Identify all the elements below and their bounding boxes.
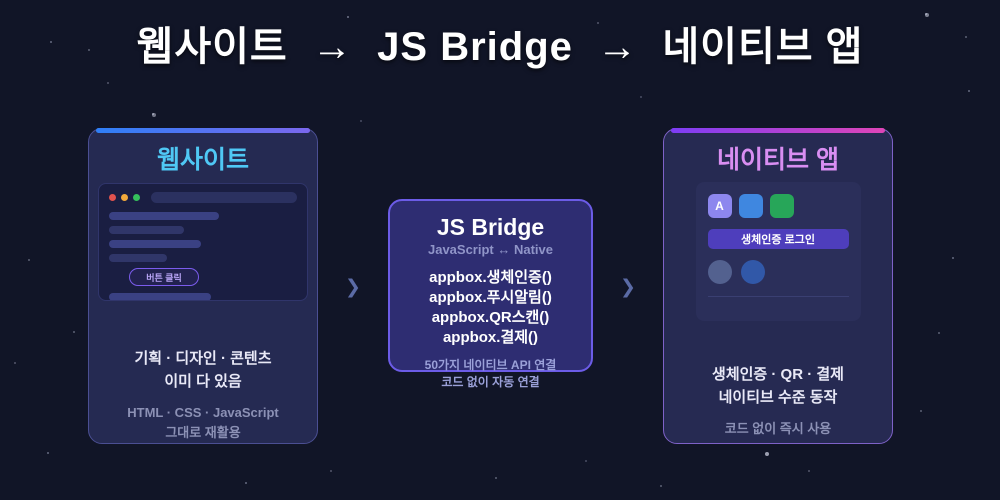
js-bridge-card: JS Bridge JavaScript ↔ Native appbox.생체인… (388, 199, 593, 389)
native-card-accent-bar (671, 128, 885, 133)
avatar-circle-row (707, 260, 849, 284)
app-icon-blue[interactable] (738, 194, 763, 218)
phone-screen-mockup: A 생체인증 로그인 (695, 182, 861, 321)
traffic-light-green-icon (133, 194, 140, 201)
app-icon-a[interactable]: A (707, 194, 732, 218)
address-bar (151, 192, 297, 203)
website-card-accent-bar (96, 128, 310, 133)
native-app-card: 네이티브 앱 A 생체인증 로그인 생체인증 · QR · 결제 네이티브 수준… (663, 128, 893, 444)
bridge-footer-line-1: 50가지 네이티브 API 연결 (424, 358, 557, 372)
native-card-title: 네이티브 앱 (717, 146, 839, 174)
bridge-card-title: JS Bridge (436, 214, 545, 240)
mock-avatar-circle (740, 260, 765, 284)
traffic-light-red-icon (109, 194, 116, 201)
browser-toolbar (99, 184, 307, 203)
native-card-caption: 생체인증 · QR · 결제 네이티브 수준 동작 코드 없이 즉시 사용 (712, 363, 844, 439)
traffic-light-yellow-icon (121, 194, 128, 201)
website-card-title: 웹사이트 (156, 146, 249, 174)
skeleton-text-line (109, 240, 201, 248)
app-icon-row: A (707, 194, 849, 218)
website-sub-line-1: HTML · CSS · JavaScript (127, 404, 279, 420)
page-title: 웹사이트 → JS Bridge → 네이티브 앱 (136, 25, 864, 69)
api-call-line: appbox.생체인증() (429, 269, 552, 286)
native-sub-line-1: 코드 없이 즉시 사용 (724, 420, 832, 436)
api-call-list: appbox.생체인증() appbox.푸시알림() appbox.QR스캔(… (429, 268, 552, 348)
api-call-line: appbox.푸시알림() (429, 289, 552, 306)
skeleton-text-line (109, 226, 184, 234)
mock-avatar-circle (707, 260, 732, 284)
app-icon-green[interactable] (769, 194, 794, 218)
phone-divider (707, 296, 849, 297)
skeleton-text-line (109, 212, 219, 220)
api-call-line: appbox.QR스캔() (431, 309, 550, 326)
mock-click-button[interactable]: 버튼 클릭 (129, 268, 199, 286)
website-card: 웹사이트 버튼 클릭 기획 · 디자인 · 콘텐츠 이미 다 있음 (88, 128, 318, 444)
biometric-login-button[interactable]: 생체인증 로그인 (707, 229, 849, 249)
website-sub-line-2: 그대로 재활용 (165, 424, 241, 440)
browser-content: 버튼 클릭 (99, 203, 307, 301)
bridge-footer-line-2: 코드 없이 자동 연결 (441, 375, 540, 389)
bridge-card-footer: 50가지 네이티브 API 연결 코드 없이 자동 연결 (425, 357, 557, 391)
website-highlight-line-2: 이미 다 있음 (164, 373, 242, 391)
flow-chevron-right-icon: ❯ (620, 277, 636, 298)
native-highlight-line-1: 생체인증 · QR · 결제 (712, 366, 844, 383)
flow-chevron-right-icon: ❯ (345, 277, 361, 298)
api-call-line: appbox.결제() (442, 329, 539, 346)
skeleton-text-line (109, 254, 167, 262)
website-highlight-line-1: 기획 · 디자인 · 콘텐츠 (134, 350, 272, 368)
skeleton-text-line (109, 293, 211, 301)
native-highlight-line-2: 네이티브 수준 동작 (718, 389, 838, 407)
browser-mockup: 버튼 클릭 (98, 183, 308, 302)
star-field-bright (0, 0, 2, 2)
website-card-caption: 기획 · 디자인 · 콘텐츠 이미 다 있음 HTML · CSS · Java… (127, 347, 278, 443)
bridge-card-subtitle: JavaScript ↔ Native (427, 242, 553, 257)
